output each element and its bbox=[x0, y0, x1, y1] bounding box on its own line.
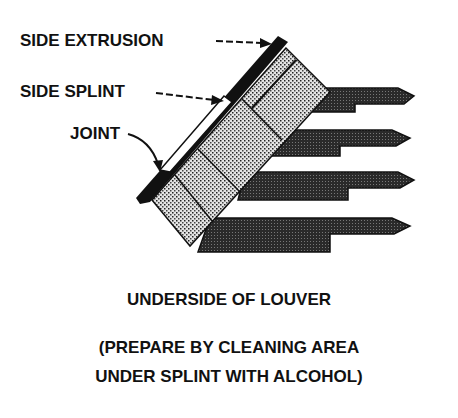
side-extrusion bbox=[136, 36, 288, 204]
caption-text: UNDERSIDE OF LOUVER bbox=[127, 290, 331, 310]
note-text: (PREPARE BY CLEANING AREA UNDER SPLINT W… bbox=[74, 333, 384, 391]
part-label: SIDE SPLINT bbox=[20, 82, 125, 102]
louver-faces bbox=[152, 48, 330, 246]
side-splint bbox=[160, 96, 232, 172]
part-label: JOINT bbox=[70, 124, 120, 144]
leader-lines bbox=[128, 41, 262, 164]
part-label: SIDE EXTRUSION bbox=[20, 31, 164, 51]
leader-arrowheads bbox=[153, 38, 272, 172]
